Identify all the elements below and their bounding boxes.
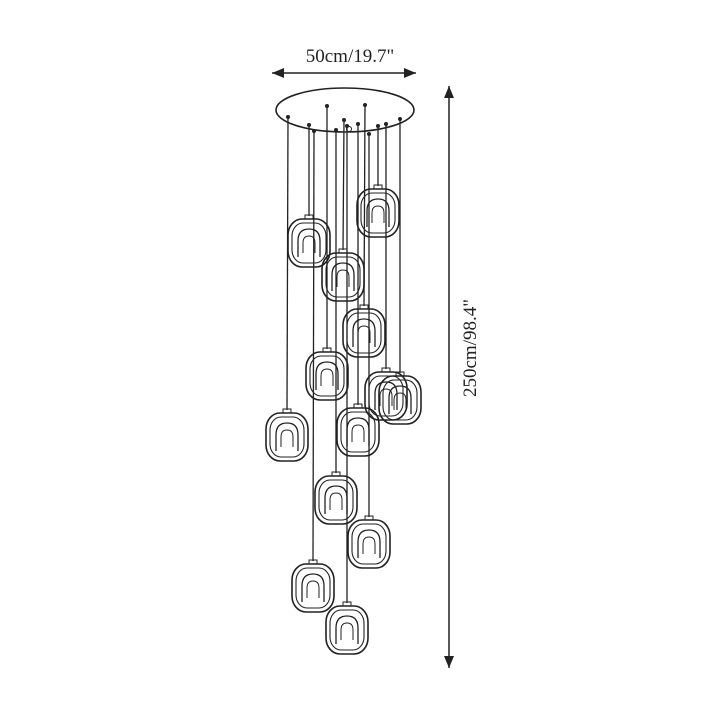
- pendant-cord: [286, 116, 289, 411]
- glass-shade-inner: [329, 609, 365, 651]
- bulb-filament: [329, 492, 343, 510]
- bulb-filament: [302, 235, 316, 253]
- bulb-filament: [371, 205, 385, 223]
- glass-shade-outer: [336, 407, 380, 457]
- height-dimension: 250cm/98.4": [444, 86, 481, 668]
- bulb-outline: [297, 228, 321, 257]
- bulb-filament: [393, 392, 407, 410]
- bulb-filament: [362, 536, 376, 554]
- glass-shade-outer: [305, 351, 349, 401]
- pendant-lamp: [314, 128, 358, 525]
- pendant-lamp: [291, 129, 335, 613]
- bulb-filament: [379, 388, 393, 406]
- glass-shade-outer: [347, 519, 391, 569]
- glass-shade-inner: [291, 222, 327, 264]
- bulb-outline: [388, 385, 412, 414]
- bulb-filament: [357, 325, 371, 343]
- glass-shade-outer: [265, 412, 309, 462]
- width-dimension: 50cm/19.7": [272, 46, 416, 78]
- bulb-outline: [315, 361, 339, 390]
- bulb-outline: [352, 318, 376, 347]
- canopy-outline: [275, 87, 415, 133]
- glass-shade-inner: [351, 523, 387, 565]
- pendant-lamp: [356, 124, 400, 238]
- pendant-lamp: [287, 123, 331, 268]
- bulb-outline: [346, 417, 370, 446]
- glass-shade-inner: [360, 192, 396, 234]
- glass-shade-outer: [364, 371, 408, 421]
- pendant-lamp: [364, 122, 408, 421]
- width-label: 50cm/19.7": [306, 46, 395, 67]
- glass-shade-outer: [342, 308, 386, 358]
- glass-shade-outer: [378, 375, 422, 425]
- pendant-lamp: [325, 124, 369, 655]
- bulb-filament: [306, 580, 320, 598]
- glass-shade-inner: [269, 416, 305, 458]
- glass-shade-outer: [314, 475, 358, 525]
- width-arrow-left-head: [272, 68, 284, 78]
- glass-shade-outer: [325, 605, 369, 655]
- height-label: 250cm/98.4": [460, 299, 481, 397]
- bulb-outline: [324, 485, 348, 514]
- glass-shade-outer: [356, 188, 400, 238]
- ceiling-canopy: [275, 87, 415, 133]
- bulb-outline: [335, 615, 359, 644]
- pendant-cord: [342, 119, 345, 251]
- bulb-outline: [374, 381, 398, 410]
- height-arrow-top-head: [444, 86, 454, 98]
- pendant-cord: [363, 104, 366, 307]
- pendant-lamp: [347, 132, 391, 569]
- glass-shade-inner: [325, 256, 361, 298]
- bulb-filament: [280, 429, 294, 447]
- pendant-lamp: [336, 122, 380, 457]
- bulb-filament: [336, 269, 350, 287]
- pendant-cord: [312, 130, 315, 562]
- glass-shade-inner: [340, 411, 376, 453]
- height-arrow-bottom-head: [444, 656, 454, 668]
- bulb-filament: [320, 368, 334, 386]
- bulb-outline: [301, 573, 325, 602]
- bulb-outline: [366, 198, 390, 227]
- glass-shade-outer: [291, 563, 335, 613]
- pendant-group: [265, 103, 422, 655]
- pendant-lamp: [342, 103, 386, 358]
- bulb-filament: [351, 424, 365, 442]
- glass-shade-inner: [309, 355, 345, 397]
- glass-shade-inner: [318, 479, 354, 521]
- pendant-lamp: [305, 104, 349, 401]
- pendant-lamp: [265, 115, 309, 462]
- glass-shade-inner: [382, 379, 418, 421]
- pendant-lamp: [378, 117, 422, 425]
- glass-shade-outer: [287, 218, 331, 268]
- width-arrow-right-head: [404, 68, 416, 78]
- bulb-outline: [275, 422, 299, 451]
- glass-shade-inner: [346, 312, 382, 354]
- bulb-outline: [331, 262, 355, 291]
- glass-shade-inner: [295, 567, 331, 609]
- bulb-filament: [340, 622, 354, 640]
- bulb-outline: [357, 529, 381, 558]
